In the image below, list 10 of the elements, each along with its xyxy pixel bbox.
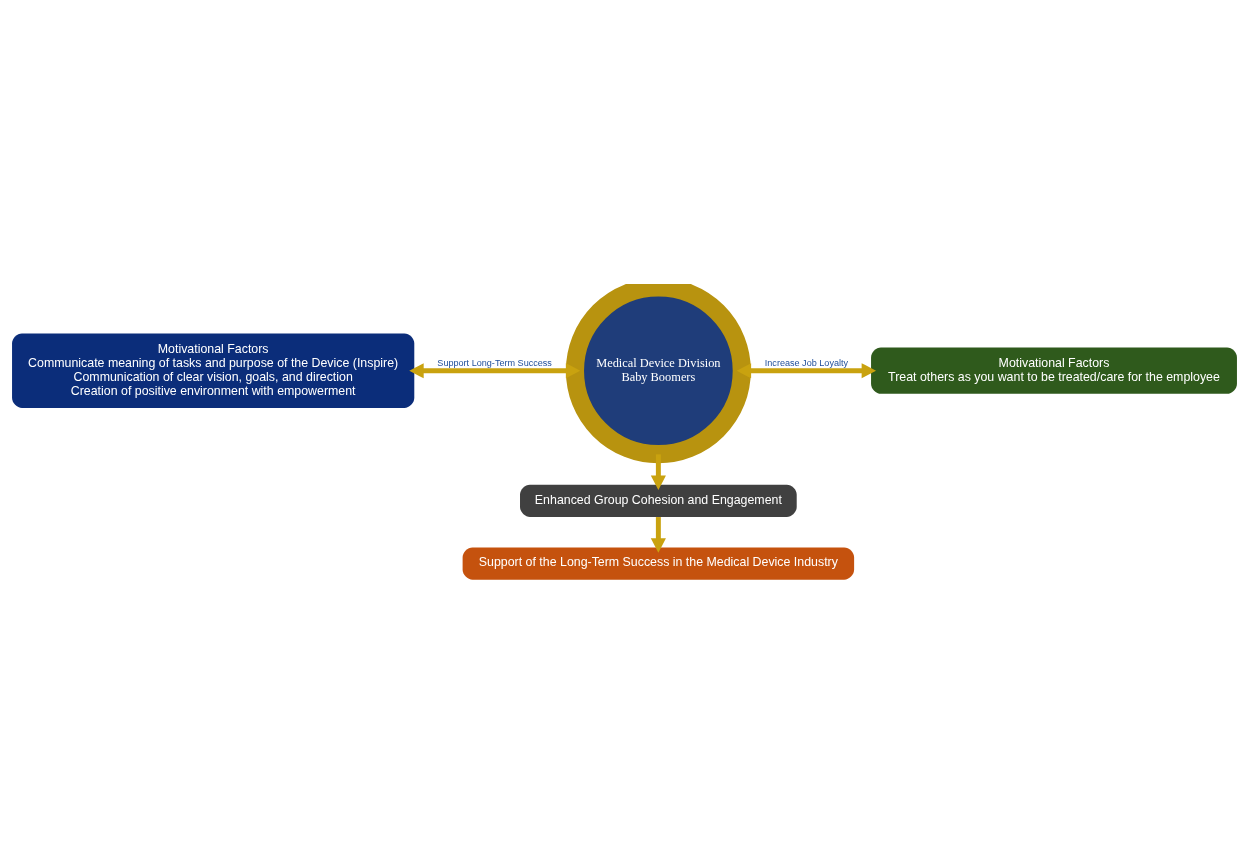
arrow bbox=[736, 363, 877, 379]
edge-label: Support Long-Term Success bbox=[437, 357, 552, 368]
node-box: Motivational Factors Communicate meaning of tasks and purpose of the Device (Inspire) Communication of clear vision, goals, and direction Creation of positive environment with empowerment bbox=[12, 333, 415, 408]
arrow bbox=[409, 363, 581, 379]
arrow bbox=[650, 454, 666, 491]
edge-label: Increase Job Loyalty bbox=[764, 357, 849, 368]
arrow bbox=[650, 517, 666, 553]
node-box: Support of the Long-Term Success in the Medical Device Industry bbox=[462, 547, 855, 580]
node-box: Enhanced Group Cohesion and Engagement bbox=[520, 484, 797, 517]
node-box: Motivational Factors Treat others as you want to be treated/care for the employee bbox=[871, 347, 1237, 394]
